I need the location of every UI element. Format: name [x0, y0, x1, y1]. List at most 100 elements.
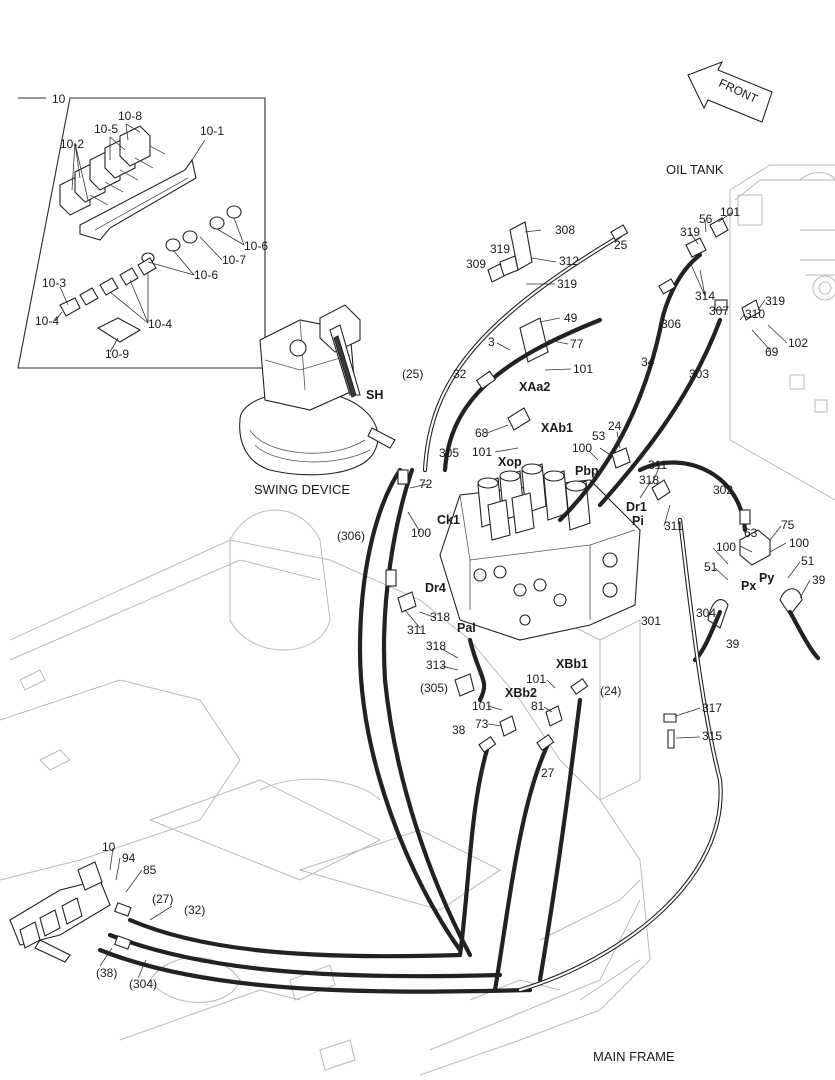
- part-label-309: 309: [466, 257, 486, 271]
- main-frame-outline: [0, 509, 651, 1076]
- part-label-56: 56: [699, 212, 713, 226]
- part-label-101: 101: [472, 445, 492, 459]
- part-label-315: 315: [702, 729, 722, 743]
- part-leader-lines: [99, 211, 811, 979]
- part-label-102: 102: [788, 336, 808, 350]
- inset-label-10-9: 10-9: [105, 347, 129, 361]
- part-label-306: (306): [337, 529, 365, 543]
- inset-label-10-1: 10-1: [200, 124, 224, 138]
- swing-device-caption: SWING DEVICE: [254, 482, 350, 497]
- part-label-pal: Pal: [457, 621, 476, 635]
- inset-label-10-2: 10-2: [60, 137, 84, 151]
- part-label-319: 319: [557, 277, 577, 291]
- part-label-25: (25): [402, 367, 423, 381]
- inset-leader-lines: [54, 123, 245, 353]
- part-label-25: 25: [614, 238, 628, 252]
- part-label-xaa2: XAa2: [519, 380, 550, 394]
- manifold-bracket: [79, 158, 197, 241]
- valve-spool-caps: [477, 463, 591, 541]
- part-label-38: (38): [96, 966, 117, 980]
- part-label-302: 302: [713, 483, 733, 497]
- valve-ports: [473, 552, 618, 626]
- inset-label-10-4: 10-4: [148, 317, 172, 331]
- part-label-xbb2: XBb2: [505, 686, 537, 700]
- part-label-51: 51: [704, 560, 718, 574]
- part-label-3: 3: [488, 335, 495, 349]
- part-label-xop: Xop: [498, 455, 522, 469]
- part-label-32: 32: [453, 367, 467, 381]
- oil-tank-outline: [729, 164, 835, 501]
- main-control-valve: [439, 463, 641, 641]
- part-label-39: 39: [812, 573, 826, 587]
- part-label-308: 308: [555, 223, 575, 237]
- part-label-px: Px: [741, 579, 756, 593]
- manifold-plug-10-9: [96, 317, 142, 343]
- inset-label-10-4: 10-4: [35, 314, 59, 328]
- main-frame-caption: MAIN FRAME: [593, 1049, 675, 1064]
- part-label-100: 100: [411, 526, 431, 540]
- part-label-101: 101: [472, 699, 492, 713]
- inset-title: 10: [52, 92, 66, 106]
- part-label-101: 101: [526, 672, 546, 686]
- lower-manifold: [9, 861, 111, 963]
- part-label-101: 101: [720, 205, 740, 219]
- part-label-72: 72: [419, 477, 433, 491]
- part-label-sh: SH: [366, 388, 383, 402]
- part-label-317: 317: [702, 701, 722, 715]
- part-label-xbb1: XBb1: [556, 657, 588, 671]
- part-label-dr1: Dr1: [626, 500, 647, 514]
- inset-label-10-6: 10-6: [244, 239, 268, 253]
- part-label-94: 94: [122, 851, 136, 865]
- oil-tank-caption: OIL TANK: [666, 162, 724, 177]
- part-label-51: 51: [801, 554, 815, 568]
- inset-label-10-6: 10-6: [194, 268, 218, 282]
- part-label-307: 307: [709, 304, 729, 318]
- front-arrow: FRONT: [687, 60, 773, 123]
- part-label-100: 100: [572, 441, 592, 455]
- part-label-68: 68: [475, 426, 489, 440]
- inset-label-10-5: 10-5: [94, 122, 118, 136]
- part-label-304: (304): [129, 977, 157, 991]
- inset-label-10-3: 10-3: [42, 276, 66, 290]
- part-label-312: 312: [559, 254, 579, 268]
- part-label-306: 306: [661, 317, 681, 331]
- part-label-310: 310: [745, 307, 765, 321]
- part-label-305: 305: [439, 446, 459, 460]
- part-label-311: 311: [407, 623, 426, 637]
- part-label-305: (305): [420, 681, 448, 695]
- part-label-100: 100: [716, 540, 736, 554]
- part-label-27: 27: [541, 766, 555, 780]
- part-label-318: 318: [639, 473, 659, 487]
- inset-detail-box: 10: [17, 92, 268, 369]
- inset-label-10-8: 10-8: [118, 109, 142, 123]
- part-label-py: Py: [759, 571, 774, 585]
- part-label-69: 69: [765, 345, 779, 359]
- part-label-318: 318: [426, 639, 446, 653]
- part-label-pi: Pi: [632, 514, 644, 528]
- part-label-32: (32): [184, 903, 205, 917]
- part-label-75: 75: [781, 518, 795, 532]
- part-label-dr4: Dr4: [425, 581, 446, 595]
- part-label-38: 38: [452, 723, 466, 737]
- part-label-319: 319: [680, 225, 700, 239]
- part-label-63: 63: [744, 526, 758, 540]
- part-label-53: 53: [592, 429, 606, 443]
- part-label-319: 319: [490, 242, 510, 256]
- part-label-34: 34: [641, 355, 655, 369]
- part-label-100: 100: [789, 536, 809, 550]
- part-label-301: 301: [641, 614, 661, 628]
- swing-device: SWING DEVICE: [239, 304, 396, 497]
- part-label-304: 304: [696, 606, 716, 620]
- part-label-319: 319: [765, 294, 785, 308]
- part-label-pbp: Pbp: [575, 464, 599, 478]
- part-label-311: 311: [664, 519, 683, 533]
- part-label-311: 311: [648, 458, 667, 472]
- part-label-303: 303: [689, 367, 709, 381]
- manifold-valve-blocks: [59, 125, 166, 216]
- part-label-318: 318: [430, 610, 450, 624]
- inset-label-10-7: 10-7: [222, 253, 246, 267]
- part-label-24: 24: [608, 419, 622, 433]
